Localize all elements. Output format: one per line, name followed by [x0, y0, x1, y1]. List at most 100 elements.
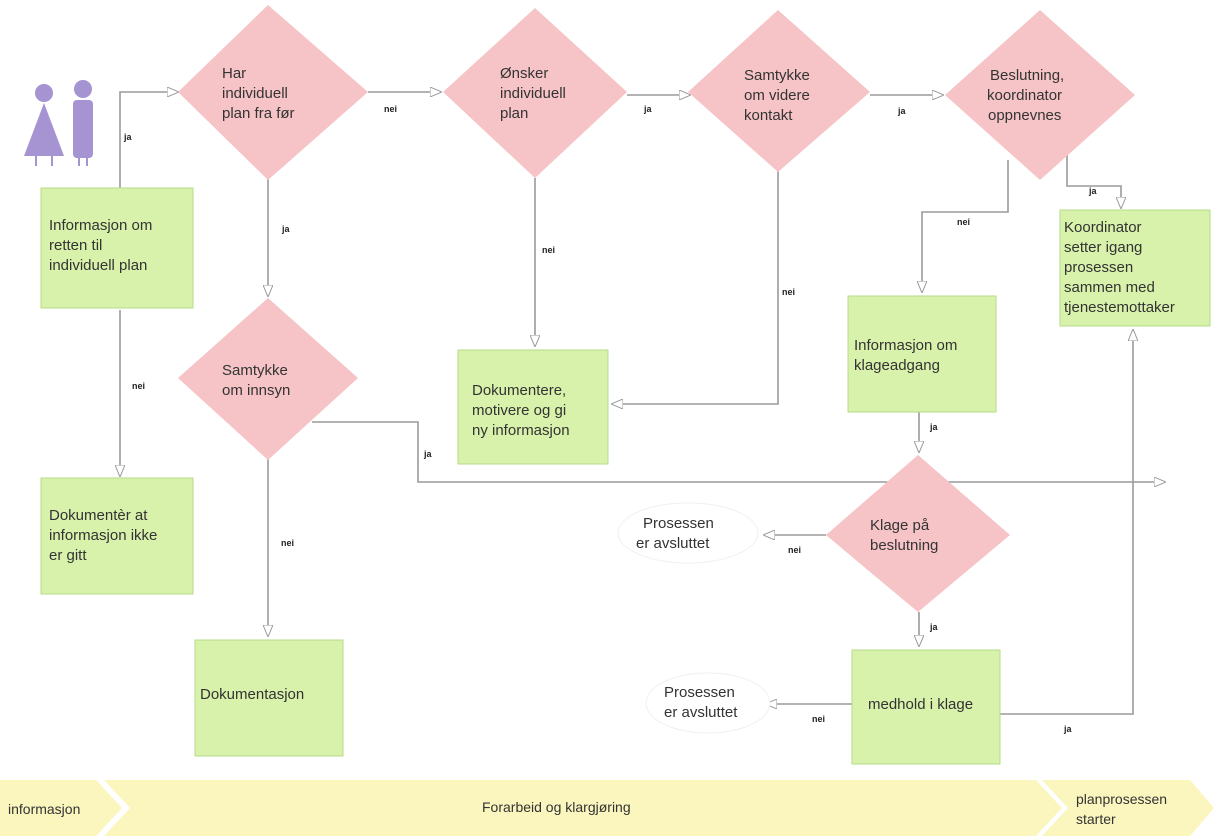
process-dokumenter-ikke-gitt: Dokumentèr at informasjon ikke er gitt: [40, 477, 194, 595]
label-ja-start: ja: [123, 132, 133, 142]
decision-har-plan-line-1: Har: [222, 65, 246, 82]
phase-forarbeid: [104, 780, 1062, 836]
label-ja-innsyn: ja: [423, 449, 433, 459]
decision-onsker-line-1: Ønsker: [500, 65, 548, 82]
svg-text:Prosessen er avsluttet: Prosessen er avsluttet: [664, 684, 739, 721]
process-dokumentere-line-2: motivere og gi: [472, 402, 566, 419]
svg-text:Beslutning, koordinator: Beslutning, koordinator oppnevnes: [987, 67, 1068, 124]
edge-labels: ja nei ja ja ja nei nei nei ja nei ja ne…: [123, 104, 1098, 734]
decision-samtykke-innsyn: Samtykke om innsyn: [178, 298, 358, 460]
phase-planprosessen-line-2: starter: [1076, 811, 1116, 827]
phase-bar: informasjon Forarbeid og klargjøring pla…: [0, 780, 1214, 836]
svg-text:Klage på beslutning: Klage på beslutning: [870, 517, 938, 554]
svg-text:Samtykke om videre: Samtykke om videre kontakt: [744, 67, 814, 124]
decision-beslutning-line-3: oppnevnes: [988, 107, 1061, 124]
decision-samtykke-kontakt: Samtykke om videre kontakt: [688, 10, 870, 172]
phase-planprosessen: [1042, 780, 1214, 836]
decision-samtykke-kontakt-line-1: Samtykke: [744, 67, 810, 84]
process-dokumenter-line-2: informasjon ikke: [49, 527, 157, 544]
process-klageadgang-line-1: Informasjon om: [854, 337, 957, 354]
decision-samtykke-kontakt-line-2: om videre: [744, 87, 810, 104]
label-ja-samtykke-kontakt: ja: [897, 106, 907, 116]
process-klageadgang-line-2: klageadgang: [854, 357, 940, 374]
process-dokumentere-line-1: Dokumentere,: [472, 382, 566, 399]
svg-text:Dokumentèr at informasjo: Dokumentèr at informasjon ikke er gitt: [49, 507, 162, 564]
edge-info-to-har-plan: [119, 92, 178, 188]
process-informasjon-retten: Informasjon om retten til individuell pl…: [40, 187, 194, 309]
svg-text:Koordinator setter igang: Koordinator setter igang prosessen samme…: [1064, 219, 1175, 316]
decision-har-plan-line-2: individuell: [222, 85, 288, 102]
decision-beslutning-line-2: koordinator: [987, 87, 1062, 104]
phase-planprosessen-label: planprosessen starter: [1076, 791, 1171, 827]
label-ja-medhold: ja: [1063, 724, 1073, 734]
svg-text:Har individuell pl: Har individuell plan fra før: [222, 65, 295, 122]
process-dokumenter-line-3: er gitt: [49, 547, 87, 564]
process-koordinator-line-4: sammen med: [1064, 279, 1155, 296]
svg-text:Dokumentere, motivere og: Dokumentere, motivere og gi ny informasj…: [472, 382, 570, 439]
decision-har-plan-line-3: plan fra før: [222, 105, 295, 122]
connectors: [119, 92, 1165, 715]
label-nei-info-down: nei: [132, 381, 145, 391]
process-koordinator-line-3: prosessen: [1064, 259, 1133, 276]
label-ja-beslutning: ja: [1088, 186, 1098, 196]
decision-onsker-line-3: plan: [500, 105, 528, 122]
phase-informasjon: [0, 780, 122, 836]
process-koordinator-line-5: tjenestemottaker: [1064, 299, 1175, 316]
terminal-avsluttet-1: Prosessen er avsluttet: [617, 502, 759, 564]
process-dokumenter-line-1: Dokumentèr at: [49, 507, 148, 524]
phase-forarbeid-label: Forarbeid og klargjøring: [482, 799, 631, 815]
label-nei-innsyn: nei: [281, 538, 294, 548]
svg-text:Prosessen er avsluttet: Prosessen er avsluttet: [636, 515, 718, 552]
terminal-avsluttet-1-line-1: Prosessen: [643, 515, 714, 532]
process-informasjon-retten-line-1: Informasjon om: [49, 217, 152, 234]
label-nei-klage: nei: [788, 545, 801, 555]
svg-text:Ønsker individuell: Ønsker individuell plan: [500, 65, 570, 122]
process-dokumentasjon-line-1: Dokumentasjon: [200, 686, 304, 703]
process-koordinator: Koordinator setter igang prosessen samme…: [1059, 209, 1211, 327]
edge-medhold-to-koordinator: [1000, 330, 1133, 715]
edge-samtykke-kontakt-to-dokumentere: [612, 170, 779, 404]
terminal-avsluttet-1-line-2: er avsluttet: [636, 535, 710, 552]
label-ja-klageadgang: ja: [929, 422, 939, 432]
process-dokumentasjon: Dokumentasjon: [194, 639, 344, 757]
process-koordinator-line-1: Koordinator: [1064, 219, 1142, 236]
svg-text:Informasjon om klageadga: Informasjon om klageadgang: [854, 337, 962, 374]
phase-planprosessen-line-1: planprosessen: [1076, 791, 1167, 807]
label-nei-beslutning: nei: [957, 217, 970, 227]
decision-innsyn-line-2: om innsyn: [222, 382, 290, 399]
terminal-avsluttet-2-line-2: er avsluttet: [664, 704, 738, 721]
people-icon: [24, 80, 93, 166]
decision-klage-line-1: Klage på: [870, 517, 930, 534]
phase-informasjon-label: informasjon: [8, 801, 80, 817]
process-medhold-line-1: medhold i klage: [868, 696, 973, 713]
process-medhold: medhold i klage: [851, 649, 1001, 765]
process-informasjon-retten-line-3: individuell plan: [49, 257, 147, 274]
decision-samtykke-kontakt-line-3: kontakt: [744, 107, 793, 124]
svg-text:Informasjon om retten ti: Informasjon om retten til individuell pl…: [49, 217, 157, 274]
svg-text:Samtykke om innsyn: Samtykke om innsyn: [222, 362, 292, 399]
decision-innsyn-line-1: Samtykke: [222, 362, 288, 379]
svg-text:medhold i klage: medhold i klage: [868, 696, 973, 713]
svg-text:Dokumentasjon: Dokumentasjon: [200, 686, 304, 703]
process-dokumentere-motivere: Dokumentere, motivere og gi ny informasj…: [457, 349, 609, 465]
process-klageadgang: Informasjon om klageadgang: [847, 295, 997, 413]
decision-klage-line-2: beslutning: [870, 537, 938, 554]
label-nei-medhold: nei: [812, 714, 825, 724]
decision-onsker-plan: Ønsker individuell plan: [443, 8, 627, 178]
decision-onsker-line-2: individuell: [500, 85, 566, 102]
process-koordinator-line-2: setter igang: [1064, 239, 1142, 256]
terminal-avsluttet-2-line-1: Prosessen: [664, 684, 735, 701]
edge-beslutning-to-klageadgang: [922, 160, 1009, 292]
edge-innsyn-ja: [312, 421, 1165, 482]
process-dokumentere-line-3: ny informasjon: [472, 422, 570, 439]
decision-klage: Klage på beslutning: [826, 455, 1010, 612]
decision-har-plan: Har individuell plan fra før: [178, 5, 368, 180]
decision-beslutning-line-1: Beslutning,: [990, 67, 1064, 84]
label-nei-samtykke-kontakt: nei: [782, 287, 795, 297]
label-ja-har-plan-down: ja: [281, 224, 291, 234]
label-ja-onsker: ja: [643, 104, 653, 114]
process-informasjon-retten-line-2: retten til: [49, 237, 102, 254]
label-ja-klage: ja: [929, 622, 939, 632]
edge-beslutning-to-koordinator: [1066, 148, 1121, 208]
